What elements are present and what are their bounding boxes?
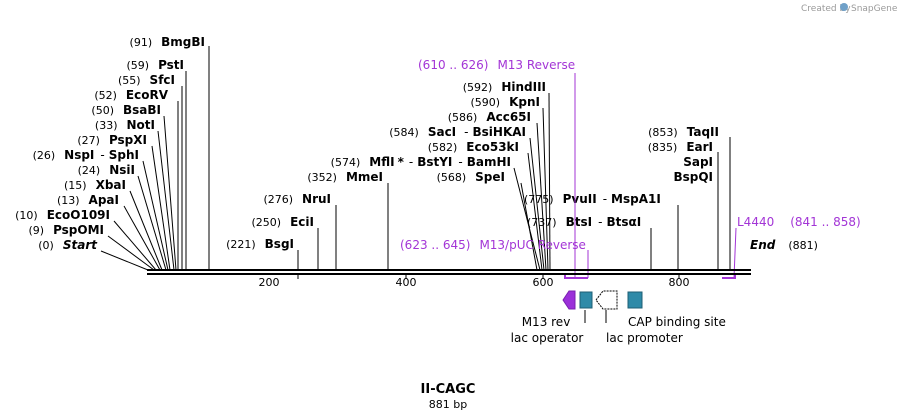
site-label-nrui: (276)NruI xyxy=(263,192,331,206)
site-labels-middle: (221)BsgI (250)EciI (276)NruI (352)MmeI … xyxy=(226,80,546,251)
site-line-ecoo109i xyxy=(113,220,157,271)
site-line-start xyxy=(100,250,149,271)
ruler: 200 400 600 800 xyxy=(259,276,690,289)
site-label-noti: (33)NotI xyxy=(95,118,155,132)
site-label-saci: (584)SacI-BsiHKAI xyxy=(389,125,526,139)
site-label-hindiii: (592)HindIII xyxy=(463,80,546,94)
site-label-end: End(881) xyxy=(750,238,818,252)
site-line-nspi xyxy=(142,160,169,271)
site-label-nsii: (24)NsiI xyxy=(78,163,135,177)
snapgene-logo-icon xyxy=(840,3,848,11)
site-label-start: (0)Start xyxy=(38,238,98,252)
site-label-kpni: (590)KpnI xyxy=(471,95,541,109)
tick-label-600: 600 xyxy=(533,276,554,289)
site-line-acc65i xyxy=(536,122,547,271)
site-line-kpni xyxy=(542,107,549,271)
site-label-taqii: (853)TaqII xyxy=(648,125,719,139)
site-label-ecorv: (52)EcoRV xyxy=(94,88,168,102)
primer-label-m13-reverse: (610 .. 626)M13 Reverse xyxy=(418,58,575,72)
site-label-btsi: (737)BtsI-BtsαI xyxy=(527,215,641,229)
site-label-bspqi: BspQI xyxy=(673,170,713,184)
site-label-pspomi: (9)PspOMI xyxy=(28,223,104,237)
feature-label-lac-promoter: lac promoter xyxy=(606,331,683,345)
snapgene-credit: Created by SnapGene xyxy=(801,3,898,14)
site-line-pspxi xyxy=(151,145,171,271)
site-line-saci xyxy=(529,137,545,271)
site-label-bsgi: (221)BsgI xyxy=(226,237,294,251)
site-labels-right: (775)PvuII-MspA1I (737)BtsI-BtsαI (853)T… xyxy=(524,125,818,252)
site-label-xbai: (15)XbaI xyxy=(64,178,126,192)
features: M13 rev lac operator lac promoter CAP bi… xyxy=(511,290,726,345)
site-line-eco53ki xyxy=(527,152,543,271)
site-line-hindiii xyxy=(548,92,551,271)
primer-label-l4440: L4440(841 .. 858) xyxy=(737,215,861,229)
site-label-pspxi: (27)PspXI xyxy=(77,133,147,147)
site-labels-left: (91)BmgBI (59)PstI (55)SfcI (52)EcoRV (5… xyxy=(15,35,205,252)
site-label-eco53ki: (582)Eco53kI xyxy=(428,140,519,154)
site-line-bsabi xyxy=(163,115,177,271)
cap-binding-site-feature-box xyxy=(627,291,643,309)
sequence-length: 881 bp xyxy=(429,398,467,411)
site-line-apai xyxy=(123,205,161,271)
primer-label-m13-puc-reverse: (623 .. 645)M13/pUC Reverse xyxy=(400,238,586,252)
m13-rev-feature-arrow xyxy=(562,290,576,310)
tick-label-200: 200 xyxy=(259,276,280,289)
site-line-xbai xyxy=(129,190,163,271)
site-label-bmgbi: (91)BmgBI xyxy=(130,35,205,49)
feature-label-lac-operator: lac operator xyxy=(511,331,584,345)
site-label-ecii: (250)EciI xyxy=(252,215,314,229)
site-label-mmei: (352)MmeI xyxy=(307,170,383,184)
site-label-ecoo109i: (10)EcoO109I xyxy=(15,208,110,222)
lac-promoter-feature-arrow xyxy=(595,290,618,310)
tick-label-400: 400 xyxy=(396,276,417,289)
site-label-eari: (835)EarI xyxy=(648,140,713,154)
site-line-pspomi xyxy=(107,235,155,271)
site-label-acc65i: (586)Acc65I xyxy=(448,110,531,124)
site-label-pvuii: (775)PvuII-MspA1I xyxy=(524,192,661,206)
site-lines xyxy=(100,46,731,271)
credit-brand: SnapGene xyxy=(851,4,898,14)
sequence-name: II-CAGC xyxy=(421,382,476,397)
site-line-mfli xyxy=(513,167,541,271)
feature-label-m13-rev: M13 rev xyxy=(522,315,571,329)
site-label-bsabi: (50)BsaBI xyxy=(91,103,161,117)
site-label-apai: (13)ApaI xyxy=(57,193,119,207)
site-line-noti xyxy=(157,130,175,271)
site-label-sfci: (55)SfcI xyxy=(118,73,175,87)
lac-operator-feature-box xyxy=(579,291,593,309)
primers: (610 .. 626)M13 Reverse (623 .. 645)M13/… xyxy=(400,58,861,279)
site-label-mfli: (574)MflI*-BstYI-BamHI xyxy=(331,155,511,169)
feature-label-cap-binding-site: CAP binding site xyxy=(628,315,726,329)
credit-prefix: Created by xyxy=(801,4,851,14)
backbone xyxy=(147,269,751,279)
site-line-nsii xyxy=(137,175,167,271)
site-label-nspi: (26)NspI-SphI xyxy=(33,148,139,162)
tick-label-800: 800 xyxy=(669,276,690,289)
site-label-sapi: SapI xyxy=(683,155,713,169)
map-title: II-CAGC 881 bp xyxy=(421,382,476,411)
site-label-spei: (568)SpeI xyxy=(437,170,505,184)
site-label-psti: (59)PstI xyxy=(126,58,184,72)
